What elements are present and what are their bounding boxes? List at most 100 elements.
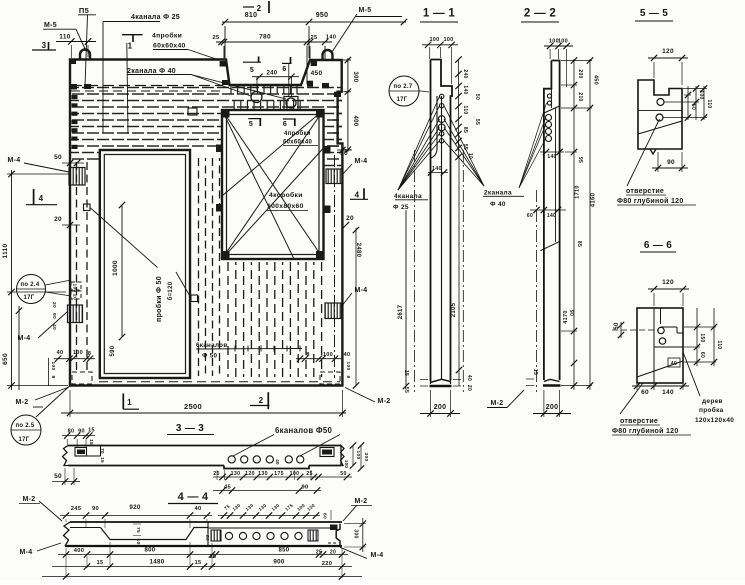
svg-text:10: 10 [467,153,473,159]
svg-text:4: 4 [39,194,44,203]
svg-text:780: 780 [259,34,271,41]
svg-text:55: 55 [474,119,480,125]
svg-text:110: 110 [716,341,722,350]
svg-text:140: 140 [547,213,556,219]
svg-text:100: 100 [73,350,83,356]
svg-text:100: 100 [443,37,453,43]
svg-text:2480: 2480 [355,243,361,258]
svg-text:300: 300 [353,529,359,538]
svg-text:2617: 2617 [398,304,404,319]
svg-text:2: 2 [257,4,262,13]
svg-text:15: 15 [88,428,95,434]
svg-text:40: 40 [671,361,677,367]
svg-text:20: 20 [51,302,57,308]
svg-text:по 2.7: по 2.7 [393,84,412,90]
svg-text:М-4: М-4 [371,552,384,559]
svg-text:6каналов: 6каналов [196,342,228,349]
svg-text:50: 50 [690,104,696,110]
svg-text:1: 1 [128,42,133,51]
svg-text:85: 85 [576,241,582,247]
svg-text:20: 20 [466,385,472,391]
svg-text:100: 100 [549,39,559,45]
svg-text:М-2: М-2 [378,398,391,405]
svg-text:2канала: 2канала [484,190,512,197]
svg-text:15: 15 [97,560,104,566]
svg-text:1000: 1000 [112,260,119,276]
svg-text:4коробки: 4коробки [269,191,303,199]
svg-text:Ф80 глубиной 120: Ф80 глубиной 120 [612,427,679,435]
svg-text:800: 800 [145,548,156,554]
svg-text:2500: 2500 [184,402,202,411]
svg-text:110: 110 [59,34,70,41]
svg-text:50: 50 [340,471,347,477]
svg-text:Ф80 глубиной 120: Ф80 глубиной 120 [617,197,684,205]
svg-text:1: 1 [127,398,132,407]
svg-text:П5: П5 [79,6,89,15]
svg-text:50: 50 [474,94,480,100]
svg-text:245: 245 [71,506,82,512]
svg-text:130: 130 [231,471,241,477]
svg-text:45: 45 [224,485,232,491]
svg-text:отверстие: отверстие [626,188,664,195]
svg-text:б=120: б=120 [167,281,174,300]
svg-text:920: 920 [129,504,140,511]
svg-text:пробка: пробка [699,406,724,414]
svg-text:3 — 3: 3 — 3 [176,423,204,434]
svg-text:90: 90 [51,313,57,319]
svg-text:по 2.4: по 2.4 [20,282,39,288]
svg-text:90: 90 [568,310,574,316]
svg-text:Ф 50: Ф 50 [202,353,218,360]
svg-text:2канала Ф 40: 2канала Ф 40 [127,68,176,75]
svg-text:25: 25 [316,550,323,556]
svg-text:2: 2 [259,396,264,405]
svg-text:130: 130 [258,471,268,477]
svg-text:60: 60 [322,513,328,519]
svg-text:200: 200 [577,69,583,78]
svg-text:50: 50 [54,473,62,480]
svg-text:70: 70 [100,448,105,454]
svg-text:590: 590 [110,345,116,356]
svg-text:25: 25 [212,35,220,41]
svg-text:120: 120 [662,48,674,55]
svg-text:5: 5 [249,121,253,128]
svg-text:4: 4 [355,191,360,200]
svg-text:4канала Ф 25: 4канала Ф 25 [131,14,180,21]
svg-text:пробки Ф 50: пробки Ф 50 [155,276,163,322]
svg-text:М-4: М-4 [8,157,21,164]
svg-text:40: 40 [57,350,64,356]
svg-text:450: 450 [311,70,323,77]
svg-text:4пробки: 4пробки [284,130,311,137]
svg-text:55: 55 [462,144,468,150]
svg-text:50: 50 [340,150,348,157]
svg-text:по 2.5: по 2.5 [15,423,34,429]
svg-text:М-4: М-4 [355,158,368,165]
svg-text:40: 40 [344,352,351,358]
svg-text:210: 210 [577,92,583,101]
svg-text:20: 20 [72,294,78,300]
svg-text:М-2: М-2 [23,496,36,503]
svg-text:130: 130 [271,503,281,512]
svg-text:40: 40 [51,324,57,330]
svg-text:100: 100 [72,284,78,293]
svg-text:2105: 2105 [451,302,457,317]
svg-text:175: 175 [274,471,284,477]
svg-text:75: 75 [223,504,231,512]
svg-text:1480: 1480 [150,559,165,566]
svg-text:17Г: 17Г [397,97,408,103]
svg-text:отверстие: отверстие [620,418,658,425]
svg-text:100: 100 [323,352,333,358]
svg-text:90: 90 [301,485,308,491]
svg-text:50: 50 [54,154,62,161]
svg-text:120: 120 [245,471,255,477]
svg-text:240: 240 [462,69,468,78]
svg-text:15: 15 [89,439,94,445]
svg-text:450: 450 [593,75,599,85]
svg-text:850: 850 [279,548,290,554]
svg-text:130: 130 [306,503,316,512]
svg-text:650: 650 [2,353,9,365]
svg-text:60: 60 [699,352,705,358]
svg-text:80: 80 [204,535,210,541]
svg-text:140: 140 [662,389,674,396]
svg-text:75: 75 [135,527,141,533]
svg-text:15: 15 [195,560,202,566]
